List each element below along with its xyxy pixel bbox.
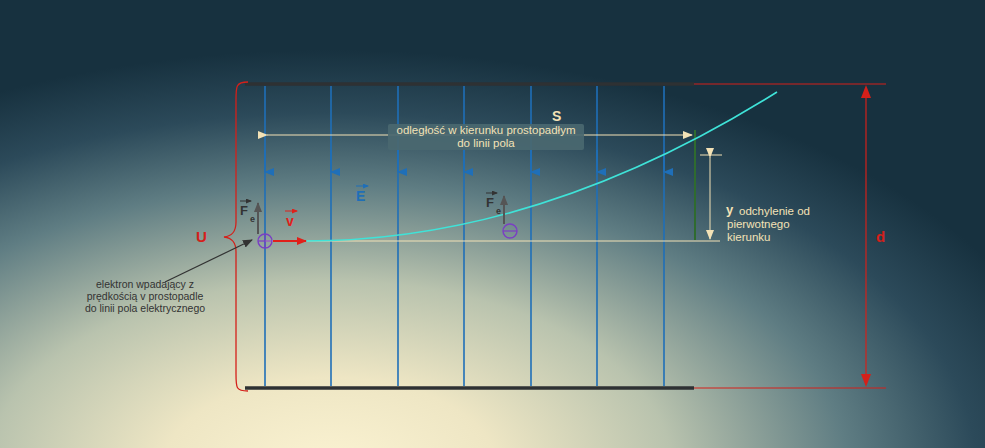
force-subscript: e: [496, 206, 501, 216]
dimension-line: [694, 83, 886, 84]
vector-sign: [486, 193, 497, 194]
vector-sign: [240, 201, 251, 202]
electron: [503, 230, 517, 231]
electron: [258, 234, 272, 248]
deviation-symbol: y: [726, 203, 733, 218]
distance-symbol: S: [552, 108, 561, 124]
field-symbol: E: [356, 188, 365, 204]
velocity-arrow: [273, 240, 306, 242]
force-arrow: [503, 196, 505, 224]
voltage-brace: [224, 82, 248, 391]
dimension-line: [865, 97, 866, 375]
dimension-line: [694, 387, 886, 388]
field-lines: [265, 86, 664, 386]
force-subscript: e: [250, 214, 255, 224]
electron-trajectory: [305, 92, 777, 241]
vector-sign: [285, 211, 297, 212]
vector-sign: [356, 186, 368, 187]
electron: [503, 224, 517, 238]
voltage-symbol: U: [196, 228, 207, 245]
deviation-tick: [700, 155, 722, 156]
distance-label: odległość w kierunku prostopadłym do lin…: [388, 124, 584, 150]
green-marker-line: [694, 130, 696, 240]
force-arrow: [257, 203, 259, 234]
velocity-symbol: v: [286, 213, 294, 229]
dimension-arrowhead: [861, 374, 871, 387]
dimension-arrowhead: [861, 85, 871, 98]
electron: [264, 234, 265, 248]
deviation-arrow: [710, 157, 711, 239]
deviation-label: odchylenie od pierwotnego kierunku: [727, 205, 827, 245]
force-symbol: F: [486, 196, 494, 211]
capacitor-plate: [245, 82, 694, 86]
electron-note: elektron wpadający z prędkością v prosto…: [84, 278, 206, 314]
leader-line: [165, 240, 252, 282]
capacitor-plate: [245, 386, 694, 390]
force-symbol: F: [240, 204, 248, 219]
distance-between-plates: d: [876, 228, 885, 245]
